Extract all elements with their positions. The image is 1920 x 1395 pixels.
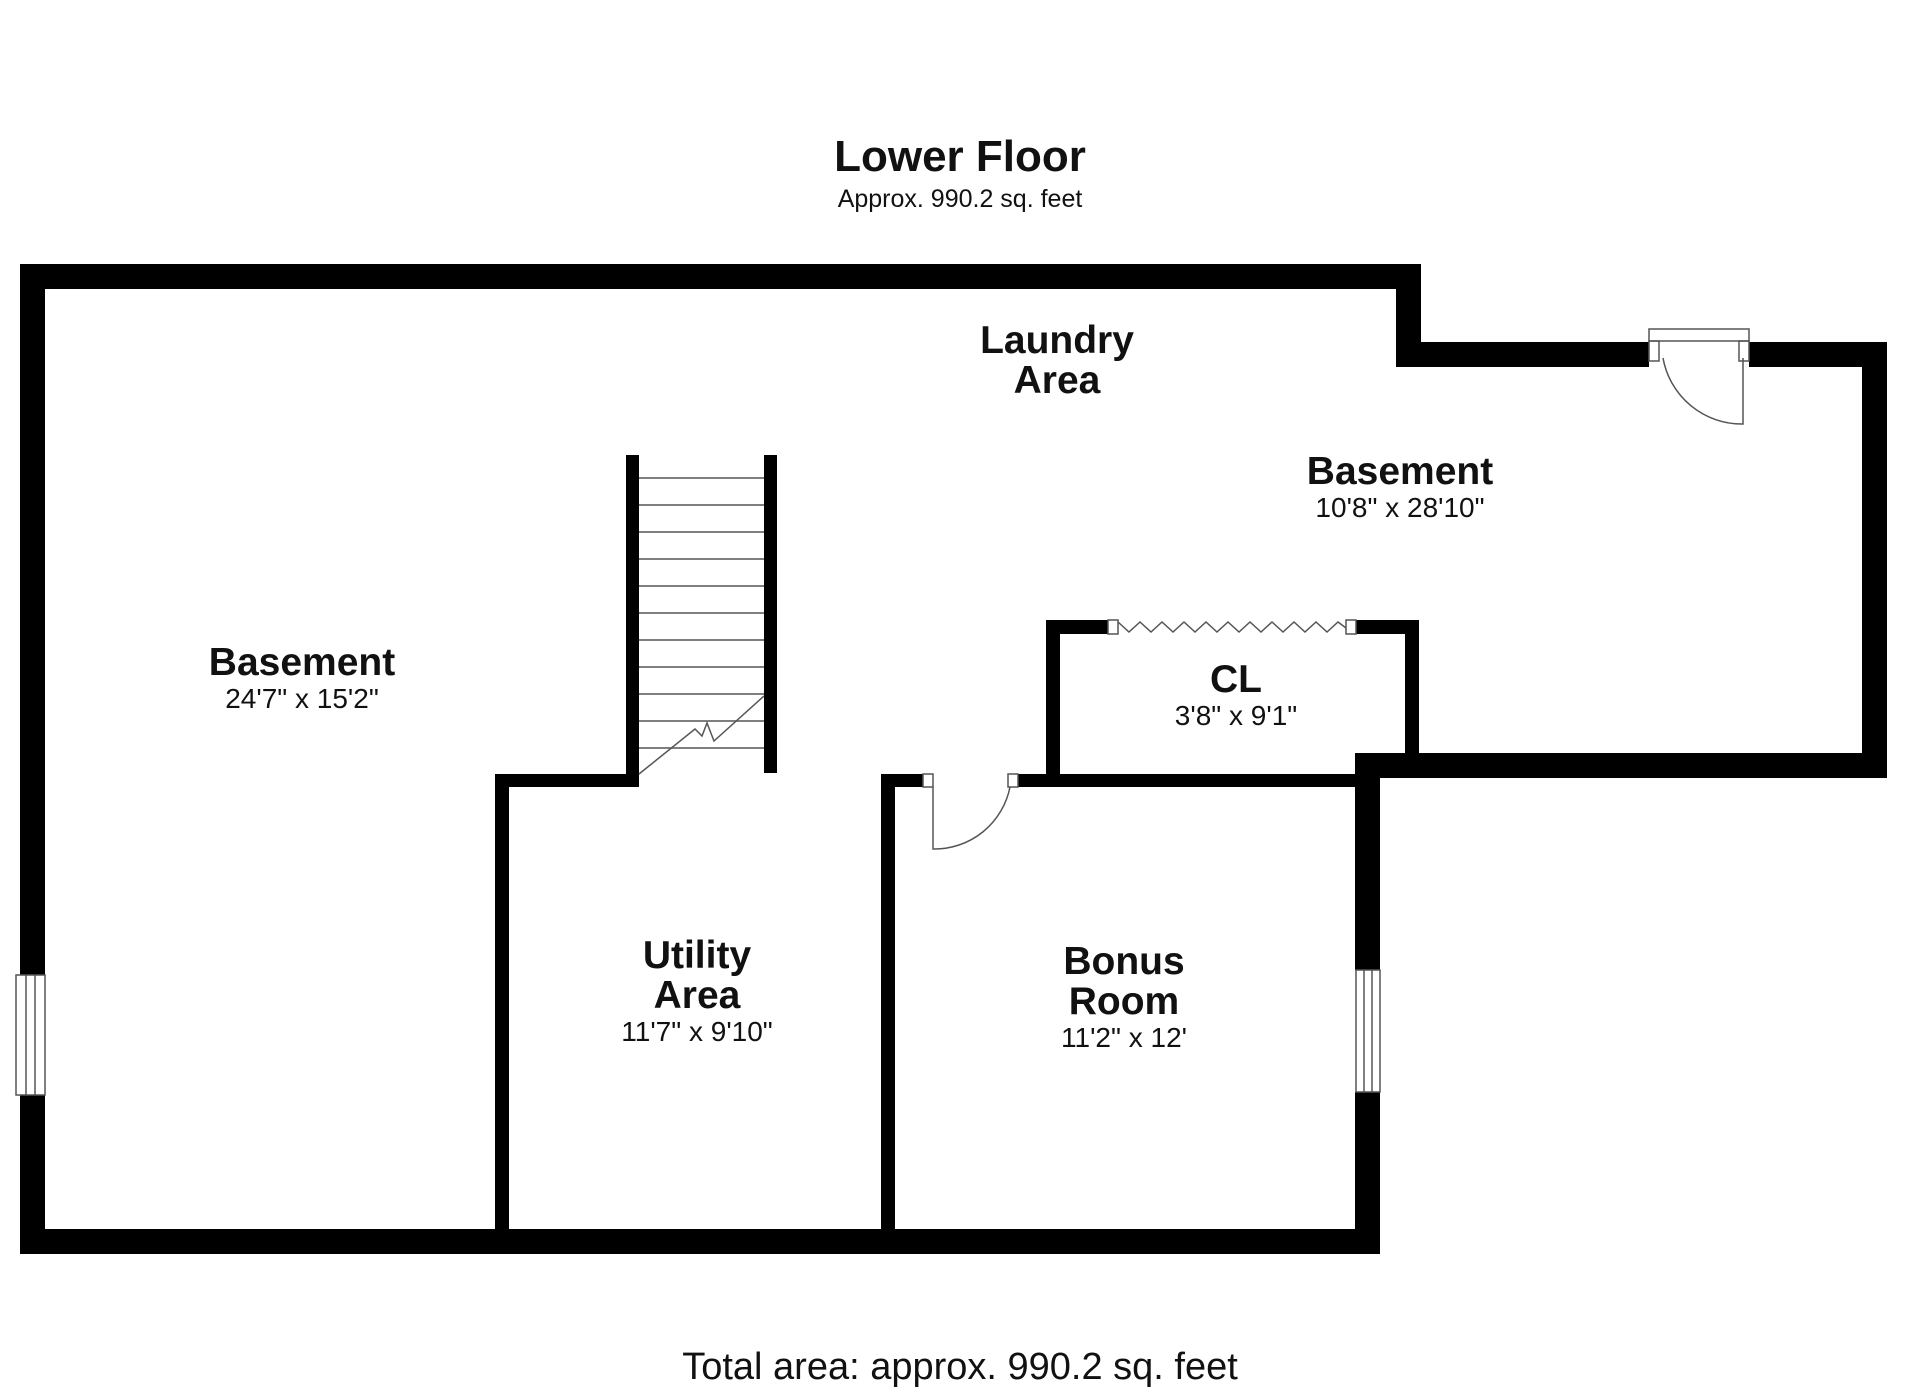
exterior-door-swing — [1662, 357, 1744, 425]
bonus-door-swing — [932, 786, 1011, 850]
room-name-line2: Room — [1068, 980, 1180, 1023]
utility-west-wall — [495, 774, 509, 1239]
room-label-bonus: Bonus Room 11'2" x 12' — [1061, 942, 1187, 1054]
south-wall — [20, 1229, 1380, 1254]
room-label-laundry: Laundry Area — [980, 321, 1134, 401]
notch-wall-west — [1396, 342, 1649, 367]
floor-title: Lower Floor — [834, 132, 1086, 181]
room-name: CL — [1209, 658, 1262, 701]
stair-east-wall — [764, 455, 777, 773]
total-area-footer: Total area: approx. 990.2 sq. feet — [682, 1346, 1238, 1388]
room-name-line1: Laundry — [980, 319, 1134, 362]
room-name-line1: Utility — [642, 934, 752, 977]
closet-west-wall — [1046, 620, 1060, 778]
closet-east-wall — [1405, 620, 1419, 778]
stair-break-line — [638, 695, 765, 775]
room-dimensions: 11'2" x 12' — [1061, 1022, 1187, 1053]
south-east-wall — [1355, 753, 1887, 778]
bonus-north-wall-a — [881, 774, 923, 787]
room-name-line2: Area — [653, 974, 741, 1017]
floor-area-subtitle: Approx. 990.2 sq. feet — [837, 185, 1083, 213]
room-label-basement-east: Basement 10'8" x 28'10" — [1307, 452, 1493, 524]
room-label-closet: CL 3'8" x 9'1" — [1175, 660, 1297, 732]
staircase — [638, 477, 765, 775]
bonus-north-wall-b — [1018, 774, 1380, 787]
room-dimensions: 3'8" x 9'1" — [1174, 700, 1298, 731]
closet-north-wall-a — [1046, 620, 1108, 634]
closet-north-wall-b — [1356, 620, 1419, 634]
walls — [20, 264, 1887, 1254]
stair-west-wall — [626, 455, 639, 774]
room-name-line1: Bonus — [1063, 940, 1185, 983]
west-wall — [20, 264, 45, 1254]
east-wall — [1862, 342, 1887, 778]
closet-bifold-door — [1117, 620, 1347, 634]
exterior-door-frame — [1648, 328, 1750, 342]
room-name-line2: Area — [1013, 359, 1101, 402]
room-name: Basement — [208, 641, 396, 684]
room-dimensions: 10'8" x 28'10" — [1315, 492, 1485, 523]
room-dimensions: 24'7" x 15'2" — [225, 683, 379, 714]
room-name: Basement — [1306, 450, 1494, 493]
room-label-utility: Utility Area 11'7" x 9'10" — [621, 936, 772, 1048]
room-dimensions: 11'7" x 9'10" — [621, 1016, 773, 1047]
window-bonus-east — [1355, 969, 1381, 1093]
window-west — [15, 974, 46, 1096]
utility-north-wall — [495, 774, 639, 787]
room-label-basement-west: Basement 24'7" x 15'2" — [209, 643, 395, 715]
bonus-west-wall — [881, 774, 895, 1239]
north-wall — [20, 264, 1421, 289]
